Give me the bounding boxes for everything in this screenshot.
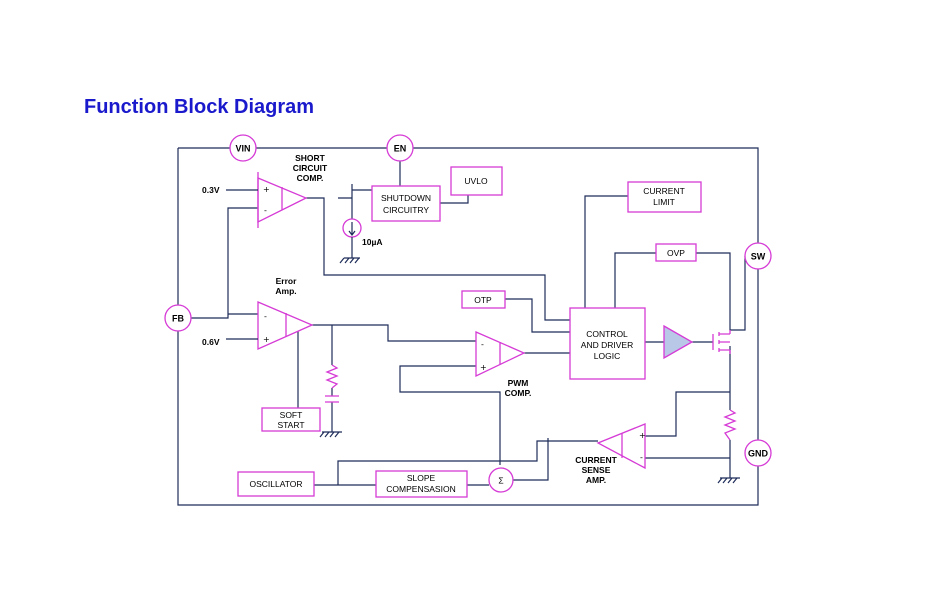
pin-sw-circle [744, 242, 772, 270]
current-sense-minus: - [640, 453, 643, 462]
soft-start-block: SOFT START [261, 407, 321, 432]
short-circuit-plus: + [263, 185, 270, 194]
uvlo-label: UVLO [464, 176, 488, 186]
summing-node: Σ [488, 467, 514, 493]
compensation-network [319, 364, 342, 438]
driver-buffer [663, 324, 694, 360]
summing-node-circle [488, 467, 514, 493]
short-circuit-minus: - [264, 206, 267, 215]
error-amp-minus: - [264, 312, 267, 321]
soft-start-label-1: SOFT [280, 410, 303, 420]
sense-resistor-symbol [723, 409, 737, 441]
current-source-label: 10µA [362, 237, 383, 247]
pin-gnd: GND [744, 439, 772, 467]
pin-gnd-label: GND [748, 449, 769, 459]
shutdown-circuitry-block: SHUTDOWN CIRCUITRY [371, 185, 441, 222]
error-amp-label-2: Amp. [275, 286, 296, 296]
ref-03v-label: 0.3V [202, 185, 220, 195]
sense-resistor [717, 409, 740, 484]
soft-start-label-2: START [277, 420, 304, 430]
pwm-comparator: - + PWM COMP. [475, 331, 532, 398]
short-circuit-comparator: + - SHORT CIRCUIT COMP. 0.3V [202, 153, 328, 228]
pwm-label-1: PWM [508, 378, 529, 388]
pwm-plus: + [480, 363, 487, 372]
pwm-label-2: COMP. [505, 388, 532, 398]
pin-en: EN [386, 134, 414, 162]
driver-buffer-symbol [663, 324, 694, 360]
current-sense-plus: + [639, 431, 646, 440]
control-box [569, 307, 646, 380]
current-sense-label-3: AMP. [586, 475, 606, 485]
ovp-label: OVP [667, 248, 685, 258]
power-switch-symbol [712, 330, 731, 354]
oscillator-label: OSCILLATOR [249, 479, 302, 489]
shutdown-circuitry-box [371, 185, 441, 222]
otp-box [461, 290, 506, 309]
slope-compensation-box [375, 470, 468, 498]
ovp-block: OVP [655, 243, 697, 262]
control-label-1: CONTROL [586, 329, 628, 339]
summing-node-label: Σ [498, 476, 503, 486]
shutdown-label-2: CIRCUITRY [383, 205, 429, 215]
pwm-minus: - [481, 340, 484, 349]
slope-label-1: SLOPE [407, 473, 436, 483]
compensation-resistor [325, 364, 339, 389]
pin-fb-label: FB [172, 314, 184, 324]
pin-vin: VIN [229, 134, 257, 162]
pin-vin-label: VIN [235, 144, 250, 154]
compensation-capacitor [325, 395, 339, 403]
soft-start-box [261, 407, 321, 432]
slope-compensation-block: SLOPE COMPENSASION [375, 470, 468, 498]
ref-06v-label: 0.6V [202, 337, 220, 347]
power-switch [712, 330, 731, 354]
control-driver-logic-block: CONTROL AND DRIVER LOGIC [569, 307, 646, 380]
otp-block: OTP [461, 290, 506, 309]
short-circuit-label-3: COMP. [297, 173, 324, 183]
current-sense-label-2: SENSE [582, 465, 611, 475]
current-source: 10µA [339, 218, 383, 264]
pin-en-label: EN [394, 144, 407, 154]
ovp-box [655, 243, 697, 262]
error-amp-label-1: Error [276, 276, 297, 286]
pin-gnd-circle [744, 439, 772, 467]
page-title: Function Block Diagram [84, 96, 315, 118]
short-circuit-label-2: CIRCUIT [293, 163, 328, 173]
current-limit-box [627, 181, 702, 213]
short-circuit-label-1: SHORT [295, 153, 326, 163]
current-limit-label-1: CURRENT [643, 186, 685, 196]
uvlo-block: UVLO [450, 166, 503, 196]
pin-fb-circle [164, 304, 192, 332]
otp-label: OTP [474, 295, 492, 305]
error-amp-plus: + [263, 335, 270, 344]
pin-fb: FB [164, 304, 192, 332]
oscillator-block: OSCILLATOR [237, 471, 315, 497]
pin-en-circle [386, 134, 414, 162]
uvlo-box [450, 166, 503, 196]
pin-vin-circle [229, 134, 257, 162]
oscillator-box [237, 471, 315, 497]
slope-label-2: COMPENSASION [386, 484, 455, 494]
error-amplifier-symbol [257, 301, 314, 351]
control-label-3: LOGIC [594, 351, 620, 361]
pin-sw: SW [744, 242, 772, 270]
pin-sw-label: SW [751, 252, 766, 262]
error-amplifier: - + Error Amp. 0.6V [202, 276, 314, 351]
current-limit-block: CURRENT LIMIT [627, 181, 702, 213]
control-label-2: AND DRIVER [581, 340, 633, 350]
shutdown-label-1: SHUTDOWN [381, 193, 431, 203]
current-sense-amplifier: + - CURRENT SENSE AMP. [575, 423, 646, 485]
current-limit-label-2: LIMIT [653, 197, 675, 207]
current-sense-label-1: CURRENT [575, 455, 617, 465]
